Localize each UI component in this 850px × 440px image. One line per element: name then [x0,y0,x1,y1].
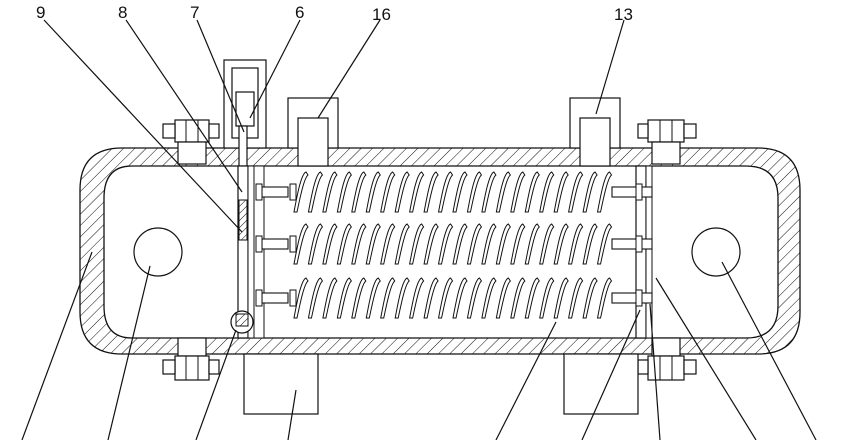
top-port-16 [287,97,339,167]
top-port-13 [569,97,621,167]
left-roller [133,227,183,277]
label-7: 7 [190,3,199,22]
label-8: 8 [118,3,127,22]
housing-wall [79,147,801,355]
right-roller [691,227,741,277]
bottom-left-foot [243,353,319,415]
spring [255,223,653,265]
top-right-bolt [637,119,697,165]
spring-group [255,171,653,319]
leader-lines [21,19,817,440]
bottom-right-foot [563,353,639,415]
spring [255,277,653,319]
label-16: 16 [372,5,391,24]
top-left-bolt [162,119,220,165]
label-9: 9 [36,3,45,22]
label-6: 6 [295,3,304,22]
label-13: 13 [614,5,633,24]
bottom-left-bolt [162,337,220,381]
ball-valve [230,310,254,334]
spring [255,171,653,213]
